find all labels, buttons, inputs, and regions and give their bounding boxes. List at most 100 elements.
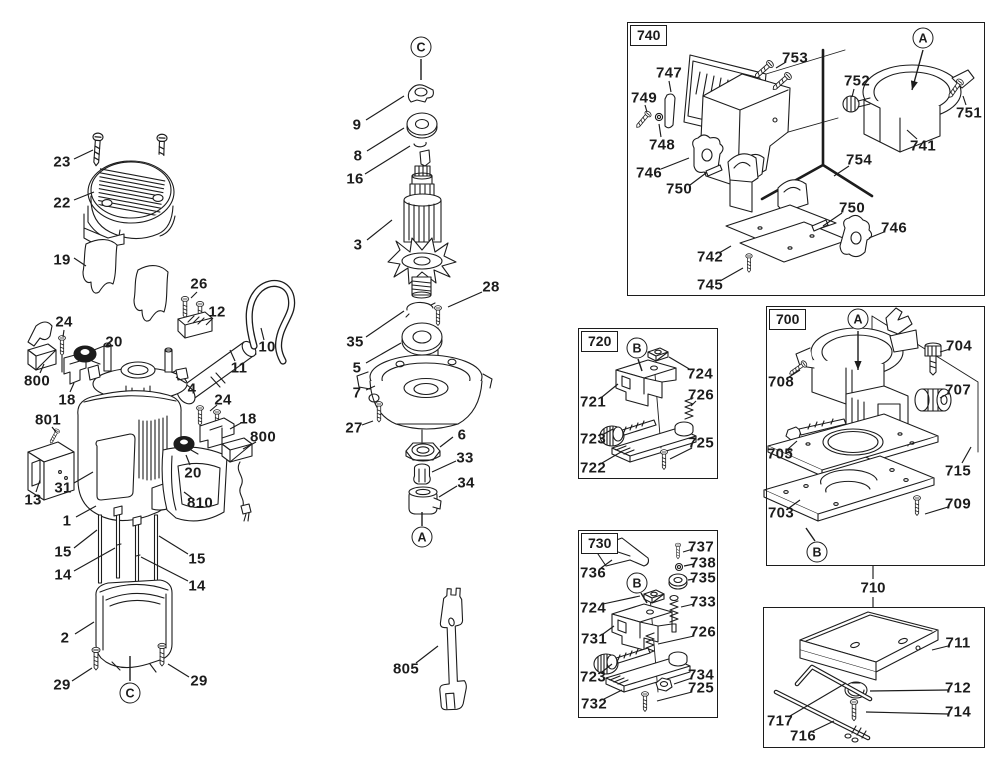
callout-marker-c: C [119, 682, 141, 704]
art-brush-holder-18-right [199, 417, 235, 449]
part-label-726: 726 [690, 623, 716, 641]
part-label-705: 705 [767, 445, 793, 463]
part-label-734: 734 [688, 666, 714, 684]
part-label-800: 800 [250, 428, 276, 446]
part-label-35: 35 [346, 333, 364, 351]
part-label-725: 725 [688, 434, 714, 452]
part-label-707: 707 [945, 381, 971, 399]
part-label-801: 801 [35, 411, 61, 429]
part-label-12: 12 [208, 303, 226, 321]
art-grommet-20-right [173, 435, 199, 455]
part-label-724: 724 [687, 365, 713, 383]
inset-box-number-730: 730 [581, 533, 619, 554]
part-label-18: 18 [239, 410, 257, 428]
art-inset-720 [599, 347, 697, 470]
part-label-28: 28 [482, 278, 500, 296]
part-label-732: 732 [581, 695, 607, 713]
part-label-18: 18 [58, 391, 76, 409]
art-bearing-housing-7 [356, 354, 493, 443]
art-brush-800-left [27, 321, 57, 371]
callout-marker-b: B [626, 572, 648, 594]
inset-box-number-740: 740 [630, 25, 668, 46]
part-label-8: 8 [353, 147, 363, 165]
inset-box-number-720: 720 [581, 331, 619, 352]
art-lower-shield-810 [161, 446, 228, 522]
part-label-715: 715 [945, 462, 971, 480]
part-label-714: 714 [945, 703, 971, 721]
art-spindle-nut-6 [405, 442, 441, 462]
art-motor-leads-14-15 [97, 505, 159, 591]
part-label-723: 723 [580, 668, 606, 686]
part-label-33: 33 [456, 449, 474, 467]
part-label-9: 9 [352, 116, 362, 134]
art-inset-710 [773, 611, 939, 743]
part-label-737: 737 [688, 538, 714, 556]
part-label-31: 31 [54, 479, 72, 497]
part-label-716: 716 [790, 727, 816, 745]
callout-marker-c: C [410, 36, 432, 58]
art-field-2 [95, 579, 173, 673]
part-label-749: 749 [631, 89, 657, 107]
part-label-721: 721 [580, 393, 606, 411]
part-label-7: 7 [352, 384, 362, 402]
callout-marker-a: A [411, 526, 433, 548]
art-screw-24-left [58, 335, 66, 373]
art-collet-33 [413, 463, 431, 485]
part-label-11: 11 [230, 359, 248, 377]
art-bearing-5 [401, 322, 443, 356]
part-label-704: 704 [946, 337, 972, 355]
part-label-708: 708 [768, 373, 794, 391]
part-label-712: 712 [945, 679, 971, 697]
part-label-5: 5 [352, 359, 362, 377]
part-label-733: 733 [690, 593, 716, 611]
part-label-745: 745 [697, 276, 723, 294]
art-inset-740 [633, 48, 975, 273]
part-label-742: 742 [697, 248, 723, 266]
part-label-754: 754 [846, 151, 872, 169]
part-label-717: 717 [767, 712, 793, 730]
part-label-748: 748 [649, 136, 675, 154]
part-label-20: 20 [184, 464, 202, 482]
art-ring-16 [413, 141, 427, 148]
callout-marker-b: B [806, 541, 828, 563]
part-label-3: 3 [353, 236, 363, 254]
art-inset-700 [763, 307, 979, 522]
part-label-1: 1 [62, 512, 72, 530]
part-label-34: 34 [457, 474, 475, 492]
part-label-753: 753 [782, 49, 808, 67]
part-label-22: 22 [53, 194, 71, 212]
part-label-738: 738 [690, 554, 716, 572]
part-label-23: 23 [53, 153, 71, 171]
part-label-722: 722 [580, 459, 606, 477]
part-label-724: 724 [580, 599, 606, 617]
part-label-27: 27 [345, 419, 363, 437]
art-baffles-19 [82, 239, 169, 322]
part-label-14: 14 [188, 577, 206, 595]
part-label-741: 741 [910, 137, 936, 155]
callout-marker-a: A [847, 308, 869, 330]
part-label-24: 24 [214, 391, 232, 409]
inset-box-number-710: 710 [860, 579, 886, 597]
part-label-4: 4 [187, 380, 197, 398]
art-wrench-805 [439, 587, 467, 711]
part-label-14: 14 [54, 566, 72, 584]
part-label-709: 709 [945, 495, 971, 513]
art-switch-13 [27, 441, 75, 501]
inset-box-number-700: 700 [769, 309, 807, 330]
part-label-810: 810 [187, 494, 213, 512]
part-label-750: 750 [666, 180, 692, 198]
art-collet-nut-34 [408, 486, 442, 515]
part-label-13: 13 [24, 491, 42, 509]
part-label-752: 752 [844, 72, 870, 90]
part-label-725: 725 [688, 679, 714, 697]
part-label-15: 15 [188, 550, 206, 568]
part-label-800: 800 [24, 372, 50, 390]
part-label-751: 751 [956, 104, 982, 122]
part-label-26: 26 [190, 275, 208, 293]
part-label-746: 746 [636, 164, 662, 182]
part-label-731: 731 [581, 630, 607, 648]
part-label-6: 6 [457, 426, 467, 444]
part-label-2: 2 [60, 629, 70, 647]
